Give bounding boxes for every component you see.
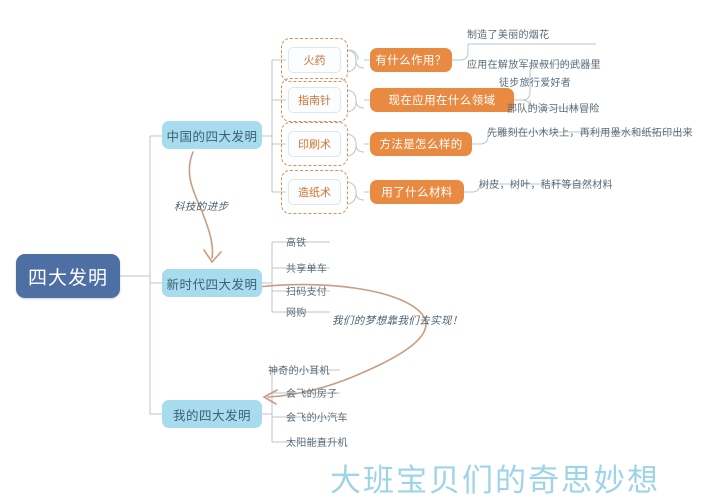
answer-carving-printing[interactable]: 先雕刻在小木块上，再利用墨水和纸拓印出来 [487,124,693,139]
annotation-technology-progress-label: 科技的进步 [174,201,229,213]
modern-item-shared-bikes[interactable]: 共享单车 [286,260,327,275]
answer-natural-materials-label: 树皮，树叶，秸秆等自然材料 [479,180,613,191]
mine-item-flying-house[interactable]: 会飞的房子 [286,385,338,400]
modern-item-high-speed-rail-label: 高铁 [286,238,307,249]
answer-military-weapons[interactable]: 应用在解放军叔叔们的武器里 [467,56,601,71]
mine-item-magic-earphone-label: 神奇的小耳机 [268,366,330,377]
answer-army-drill-label: 部队的演习山林冒险 [507,104,600,115]
invention-papermaking-label: 造纸术 [298,187,331,199]
answer-military-weapons-label: 应用在解放军叔叔们的武器里 [467,60,601,71]
answer-fireworks-label: 制造了美丽的烟花 [467,30,550,41]
annotation-dream-label: 我们的梦想靠我们去实现！ [332,315,463,327]
branch-node-modern-label: 新时代四大发明 [166,277,258,292]
mine-item-flying-car[interactable]: 会飞的小汽车 [286,409,348,424]
mine-item-flying-car-label: 会飞的小汽车 [286,413,348,424]
question-application-field-label: 现在应用在什么领域 [388,95,496,107]
branch-node-mine[interactable]: 我的四大发明 [162,400,262,428]
invention-gunpowder-label: 火药 [303,55,326,67]
branch-node-ancient[interactable]: 中国的四大发明 [162,121,262,149]
question-materials[interactable]: 用了什么材料 [370,180,464,204]
mine-item-magic-earphone[interactable]: 神奇的小耳机 [268,362,330,377]
modern-item-online-shopping[interactable]: 网购 [286,304,307,319]
invention-compass[interactable]: 指南针 [288,87,341,113]
answer-natural-materials[interactable]: 树皮，树叶，秸秆等自然材料 [479,176,613,191]
answer-army-drill[interactable]: 部队的演习山林冒险 [507,100,600,115]
question-effect[interactable]: 有什么作用？ [370,48,452,72]
branch-node-mine-label: 我的四大发明 [172,408,251,423]
invention-printing[interactable]: 印刷术 [288,131,341,157]
invention-compass-label: 指南针 [298,95,331,107]
dashed-frame-gunpowder [281,38,348,82]
root-node-label: 四大发明 [27,267,108,289]
page-title: 大班宝贝们的奇思妙想 [330,455,660,500]
branch-node-ancient-label: 中国的四大发明 [166,129,258,144]
mine-item-solar-helicopter[interactable]: 太阳能直升机 [286,434,348,449]
invention-printing-label: 印刷术 [298,139,331,151]
invention-papermaking[interactable]: 造纸术 [288,179,341,205]
dashed-frame-papermaking [281,170,348,214]
question-method-label: 方法是怎么样的 [379,139,463,151]
modern-item-online-shopping-label: 网购 [286,308,307,319]
answer-hiking-lovers[interactable]: 徒步旅行爱好者 [499,74,571,89]
answer-fireworks[interactable]: 制造了美丽的烟花 [467,26,549,41]
answer-carving-printing-label: 先雕刻在小木块上，再利用墨水和纸拓印出来 [487,128,693,139]
root-node[interactable]: 四大发明 [16,254,120,298]
mine-item-solar-helicopter-label: 太阳能直升机 [286,438,348,449]
question-effect-label: 有什么作用？ [375,55,447,67]
dashed-frame-compass [281,78,348,122]
invention-gunpowder[interactable]: 火药 [288,47,341,73]
modern-item-shared-bikes-label: 共享单车 [286,264,328,275]
dashed-frame-printing [281,122,348,166]
mine-item-flying-house-label: 会飞的房子 [286,389,338,400]
modern-item-qr-payment-label: 扫码支付 [286,287,328,298]
annotation-technology-progress: 科技的进步 [174,199,229,214]
question-method[interactable]: 方法是怎么样的 [370,132,472,156]
modern-item-qr-payment[interactable]: 扫码支付 [286,283,327,298]
branch-node-modern[interactable]: 新时代四大发明 [162,269,262,297]
modern-item-high-speed-rail[interactable]: 高铁 [286,234,307,249]
question-materials-label: 用了什么材料 [381,187,453,199]
question-application-field[interactable]: 现在应用在什么领域 [370,88,514,112]
answer-hiking-lovers-label: 徒步旅行爱好者 [499,78,572,89]
page-title-label: 大班宝贝们的奇思妙想 [330,463,660,498]
annotation-dream: 我们的梦想靠我们去实现！ [332,313,463,328]
